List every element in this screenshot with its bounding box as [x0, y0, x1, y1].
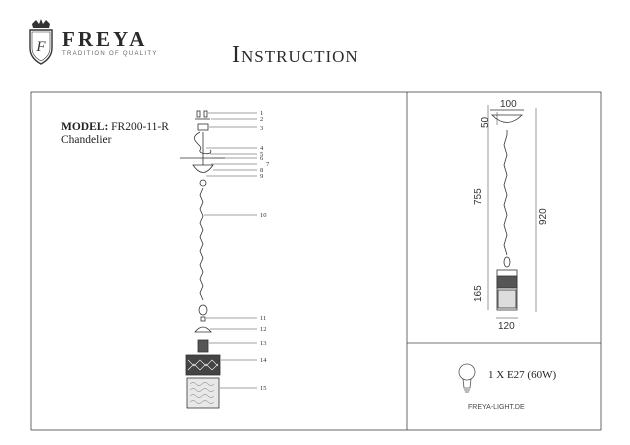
dim-total: 920 — [538, 208, 549, 225]
part-number: 5 — [260, 151, 263, 158]
part-numbers: 1 2 3 4 5 6 7 8 9 10 11 12 13 14 15 — [260, 110, 270, 392]
dimension-labels: 100 50 755 920 165 120 — [473, 99, 549, 332]
part-number: 6 — [260, 155, 264, 162]
part-number: 15 — [260, 385, 267, 392]
svg-text:F: F — [35, 39, 46, 55]
part-number: 4 — [260, 145, 264, 152]
logo: F — [26, 18, 56, 71]
dim-chain: 755 — [473, 188, 484, 205]
part-number: 14 — [260, 357, 267, 364]
part-number: 8 — [260, 167, 263, 174]
part-number: 9 — [260, 173, 263, 180]
exploded-assembly — [180, 110, 225, 409]
brand-name: FREYA — [62, 27, 148, 51]
part-number: 13 — [260, 340, 267, 347]
website: FREYA-LIGHT.DE — [468, 404, 525, 411]
chain — [199, 187, 204, 301]
model-label: MODEL: — [61, 121, 109, 133]
model-number: MODEL: FR200-11-R — [61, 121, 169, 133]
outer-frame — [30, 91, 602, 431]
brand-tagline: TRADITION OF QUALITY — [62, 51, 158, 57]
part-number: 12 — [260, 326, 267, 333]
part-number: 2 — [260, 116, 263, 123]
part-number: 7 — [266, 161, 270, 168]
part-number: 10 — [260, 212, 267, 219]
lamp-spec: 1 X E27 (60W) — [488, 369, 557, 381]
dim-shade-height: 165 — [473, 285, 484, 302]
part-number: 3 — [260, 125, 263, 132]
freya-crest-icon: F — [29, 19, 53, 65]
part-number: 1 — [260, 110, 263, 117]
page-title: Instruction — [232, 42, 359, 68]
part-number: 11 — [260, 315, 266, 322]
dimension-drawing — [487, 105, 537, 319]
bulb-icon — [458, 363, 476, 393]
model-code: FR200-11-R — [111, 121, 169, 133]
model-type: Chandelier — [61, 134, 112, 146]
dim-shade-width: 120 — [498, 321, 515, 332]
dim-top-width: 100 — [500, 99, 517, 110]
dim-top-height: 50 — [480, 116, 491, 128]
leader-lines — [204, 112, 257, 389]
